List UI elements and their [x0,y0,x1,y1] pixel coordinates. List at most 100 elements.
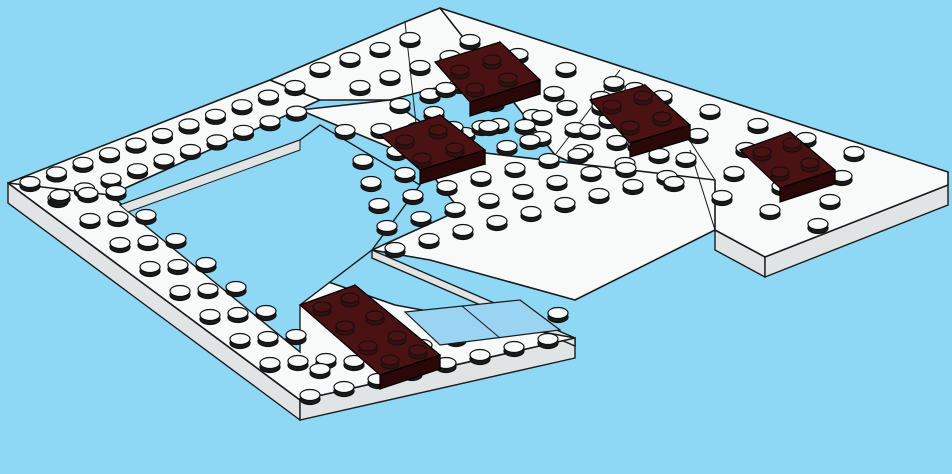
stud [168,260,188,275]
stud [340,53,360,68]
stud [634,91,652,105]
stud [380,71,400,86]
stud [621,121,639,135]
stud [228,308,248,323]
stud [520,135,540,150]
stud [166,234,186,249]
stud [128,164,148,179]
stud [226,282,246,297]
stud [196,258,216,273]
stud [544,87,564,102]
stud [413,153,431,167]
stud [557,101,577,116]
stud [700,105,720,120]
stud [136,210,156,225]
stud [603,100,621,114]
stud [436,83,456,98]
stud [256,306,276,321]
stud [287,106,307,121]
stud [108,212,128,227]
stud [808,219,828,234]
stud [369,199,389,214]
stud [479,194,499,209]
stud [361,177,381,192]
stud [126,138,146,153]
stud [403,190,423,205]
stud [334,382,354,397]
stud [381,355,399,369]
stud [310,63,330,78]
stud [581,167,601,182]
stud [748,119,768,134]
stud [568,149,588,164]
stud [259,90,279,105]
stud [260,358,280,373]
stud [300,390,320,405]
stud [580,125,600,140]
stud [359,341,377,355]
stud [410,61,430,76]
stud [377,221,397,236]
stud [607,136,627,151]
stud [801,158,819,172]
stud [604,77,624,92]
stud [753,147,771,161]
stud [366,311,384,325]
stud [153,129,173,144]
stud [313,302,331,316]
stud [676,153,696,168]
stud [499,73,517,87]
stud [724,167,744,182]
stud [78,188,98,203]
stud [390,99,410,114]
stud [395,168,415,183]
stud [504,342,524,357]
stud [760,205,780,220]
stud [47,167,67,182]
stud [335,125,355,140]
stud [589,189,609,204]
stud [232,100,252,115]
stud [370,43,390,58]
stud [140,262,160,277]
stud [538,334,558,349]
stud [288,356,308,371]
stud [385,243,405,258]
stud [258,332,278,347]
stud [181,145,201,160]
stud [664,177,684,192]
stud [460,35,480,50]
stud [479,121,499,136]
stud [179,119,199,134]
stud [446,143,464,157]
stud [207,135,227,150]
stud [712,191,732,206]
stud [154,154,174,169]
stud [170,286,190,301]
stud [429,125,447,139]
stud [286,330,306,345]
stud [487,216,507,231]
stud [466,83,484,97]
stud [471,172,491,187]
stud [409,345,427,359]
stud [20,177,40,192]
stud [310,364,330,379]
stud [497,141,517,156]
stud [445,203,465,218]
stud [230,334,250,349]
stud [200,310,220,325]
stud [688,129,708,144]
stud [285,81,305,96]
stud [521,207,541,222]
stud [539,154,559,169]
stud [483,55,501,69]
stud [653,112,671,126]
stud [548,308,568,323]
stud [820,195,840,210]
stud [451,65,469,79]
stud [336,321,354,335]
stud [80,214,100,229]
stud [623,180,643,195]
